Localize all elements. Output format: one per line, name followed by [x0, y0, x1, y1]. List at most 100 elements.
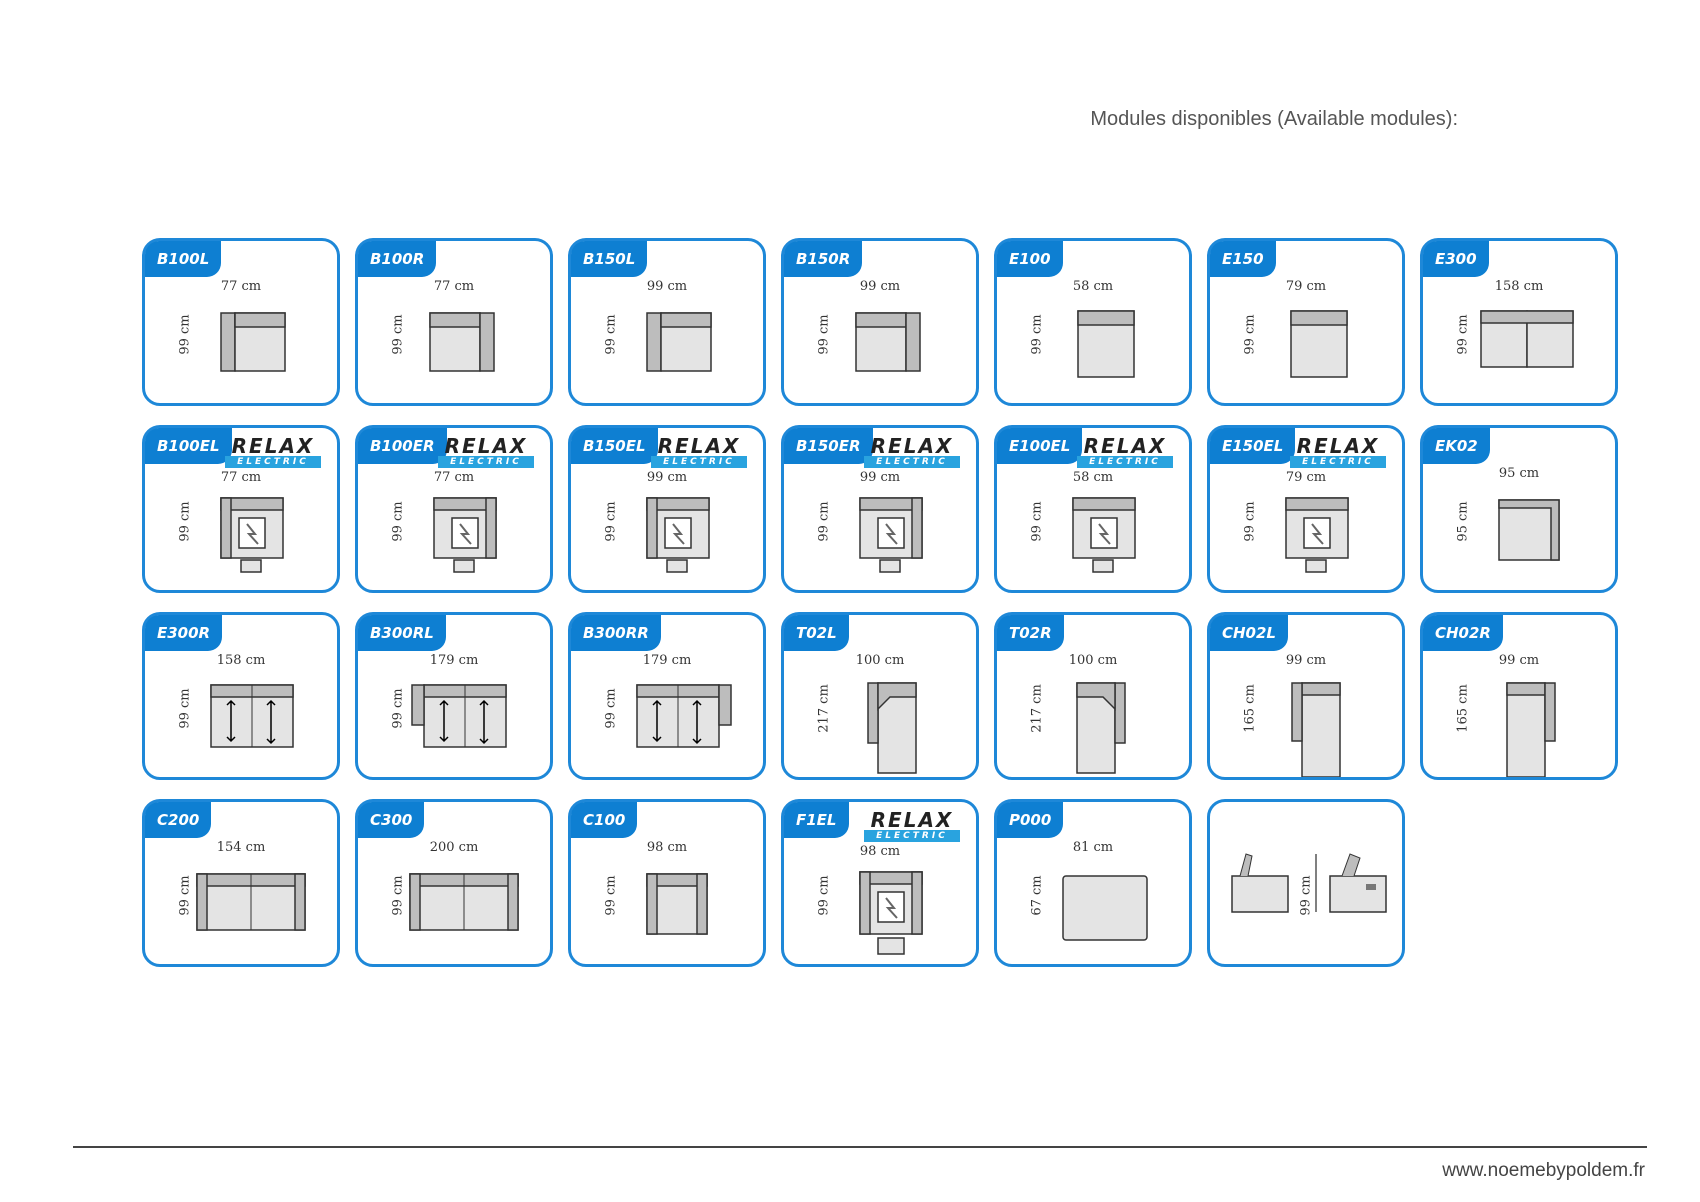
- module-width: 158 cm: [1494, 279, 1544, 294]
- module-code: F1EL: [784, 802, 849, 838]
- footer-divider: [73, 1146, 1647, 1148]
- module-drawing: [1290, 310, 1348, 378]
- module-code: B300RL: [358, 615, 446, 651]
- relax-logo-sub: ELECTRIC: [864, 456, 960, 468]
- module-width: 99 cm: [1285, 653, 1327, 668]
- module-code: E300R: [145, 615, 223, 651]
- module-drawing: [867, 682, 917, 774]
- relax-logo-word: RELAX: [657, 434, 741, 458]
- module-drawing: [220, 312, 286, 372]
- module-width: 100 cm: [855, 653, 905, 668]
- module-width: 179 cm: [642, 653, 692, 668]
- module-drawing: [1498, 499, 1560, 561]
- module-drawing: [1062, 875, 1148, 941]
- module-width: 99 cm: [646, 279, 688, 294]
- module-drawing: [1072, 497, 1136, 573]
- relax-logo-word: RELAX: [870, 434, 954, 458]
- module-width: 154 cm: [216, 840, 266, 855]
- module-drawing: [1076, 682, 1126, 774]
- module-drawing: [646, 312, 712, 372]
- module-code: E150: [1210, 241, 1276, 277]
- modules-grid: B100L 77 cm 99 cm B100R 77 cm 99 cm B150L 99 cm…: [142, 238, 1634, 967]
- module-code: B150ER: [784, 428, 873, 464]
- module-drawing: [636, 684, 732, 748]
- module-width: 200 cm: [429, 840, 479, 855]
- page-title: Modules disponibles (Available modules):: [1090, 108, 1458, 130]
- module-width: 77 cm: [433, 279, 475, 294]
- relax-logo-word: RELAX: [1296, 434, 1380, 458]
- module-code: C200: [145, 802, 212, 838]
- module-drawing: [411, 684, 507, 748]
- module-code: B100R: [358, 241, 437, 277]
- module-width: 99 cm: [646, 470, 688, 485]
- module-code: C300: [358, 802, 425, 838]
- module-width: 79 cm: [1285, 470, 1327, 485]
- module-drawing: [433, 497, 497, 573]
- module-code: P000: [997, 802, 1064, 838]
- module-drawing: [1231, 853, 1387, 913]
- relax-logo-sub: ELECTRIC: [864, 830, 960, 842]
- module-drawing: [429, 312, 495, 372]
- module-width: 179 cm: [429, 653, 479, 668]
- module-card: 99 cm: [1207, 799, 1405, 967]
- module-drawing: [1077, 310, 1135, 378]
- relax-logo-sub: ELECTRIC: [225, 456, 321, 468]
- module-drawing: [1291, 682, 1341, 777]
- relax-logo-word: RELAX: [870, 808, 954, 832]
- module-code: EK02: [1423, 428, 1490, 464]
- module-drawing: [646, 497, 710, 573]
- module-code: E100: [997, 241, 1063, 277]
- footer-url[interactable]: www.noemebypoldem.fr: [1442, 1160, 1645, 1181]
- module-width: 98 cm: [646, 840, 688, 855]
- module-code: B150R: [784, 241, 863, 277]
- module-drawing: [859, 497, 923, 573]
- module-drawing: [859, 871, 923, 955]
- module-width: 79 cm: [1285, 279, 1327, 294]
- module-code: E300: [1423, 241, 1489, 277]
- relax-logo-sub: ELECTRIC: [438, 456, 534, 468]
- module-width: 158 cm: [216, 653, 266, 668]
- module-code: CH02R: [1423, 615, 1503, 651]
- module-width: 99 cm: [1498, 653, 1540, 668]
- module-code: B100L: [145, 241, 222, 277]
- module-code: B100EL: [145, 428, 232, 464]
- module-code: B150L: [571, 241, 648, 277]
- module-drawing: [220, 497, 284, 573]
- module-code: E100EL: [997, 428, 1083, 464]
- relax-logo-sub: ELECTRIC: [1077, 456, 1173, 468]
- module-code: B300RR: [571, 615, 661, 651]
- module-width: 81 cm: [1072, 840, 1114, 855]
- module-width: 77 cm: [433, 470, 475, 485]
- module-code: T02L: [784, 615, 849, 651]
- module-drawing: [1285, 497, 1349, 573]
- module-width: 95 cm: [1498, 466, 1540, 481]
- module-width: 77 cm: [220, 279, 262, 294]
- module-drawing: [196, 873, 306, 931]
- module-code: B100ER: [358, 428, 447, 464]
- module-drawing: [646, 873, 708, 935]
- module-code: CH02L: [1210, 615, 1288, 651]
- module-drawing: [1506, 682, 1556, 777]
